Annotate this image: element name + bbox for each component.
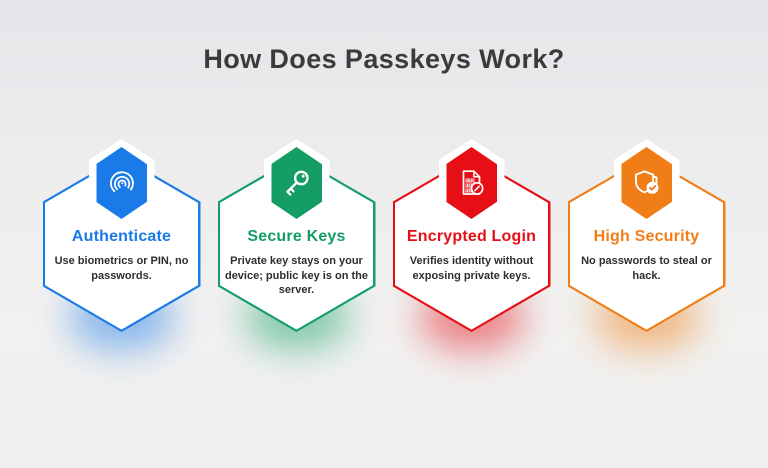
page-title: How Does Passkeys Work?: [203, 44, 565, 74]
icon-hexagon: [96, 147, 147, 219]
icon-hexagon: [621, 147, 672, 219]
key-icon: [286, 170, 309, 196]
fingerprint-icon: [110, 171, 134, 193]
card-description: Use biometrics or PIN, no passwords.: [54, 255, 189, 282]
card-title: High Security: [593, 228, 700, 245]
card-title: Encrypted Login: [406, 228, 537, 245]
card-text: Encrypted Login Verifies identity withou…: [400, 228, 544, 283]
icon-hexagon: [271, 147, 322, 219]
card-text: Secure Keys Private key stays on your de…: [225, 228, 369, 298]
card-title: Authenticate: [71, 228, 172, 245]
card-title: Secure Keys: [247, 228, 346, 245]
svg-text:0100: 0100: [465, 184, 473, 188]
card-text: Authenticate Use biometrics or PIN, no p…: [50, 228, 194, 283]
card-text: High Security No passwords to steal or h…: [575, 228, 719, 283]
card-authenticate: Authenticate Use biometrics or PIN, no p…: [42, 139, 201, 391]
svg-text:01010: 01010: [465, 179, 475, 183]
card-encrypted-login: Encrypted Login Verifies identity withou…: [392, 139, 551, 391]
card-high-security: High Security No passwords to steal or h…: [567, 139, 726, 391]
cards-row: Authenticate Use biometrics or PIN, no p…: [0, 139, 768, 391]
svg-text:010: 010: [465, 189, 471, 193]
card-description: Verifies identity without exposing priva…: [409, 255, 534, 282]
card-description: No passwords to steal or hack.: [581, 255, 712, 282]
shield-check-icon: [634, 170, 659, 194]
encrypted-document-icon: 01010 0100 010: [462, 170, 484, 195]
icon-hexagon: 01010 0100 010: [446, 147, 497, 219]
card-description: Private key stays on your device; public…: [224, 255, 369, 296]
card-secure-keys: Secure Keys Private key stays on your de…: [217, 139, 376, 391]
